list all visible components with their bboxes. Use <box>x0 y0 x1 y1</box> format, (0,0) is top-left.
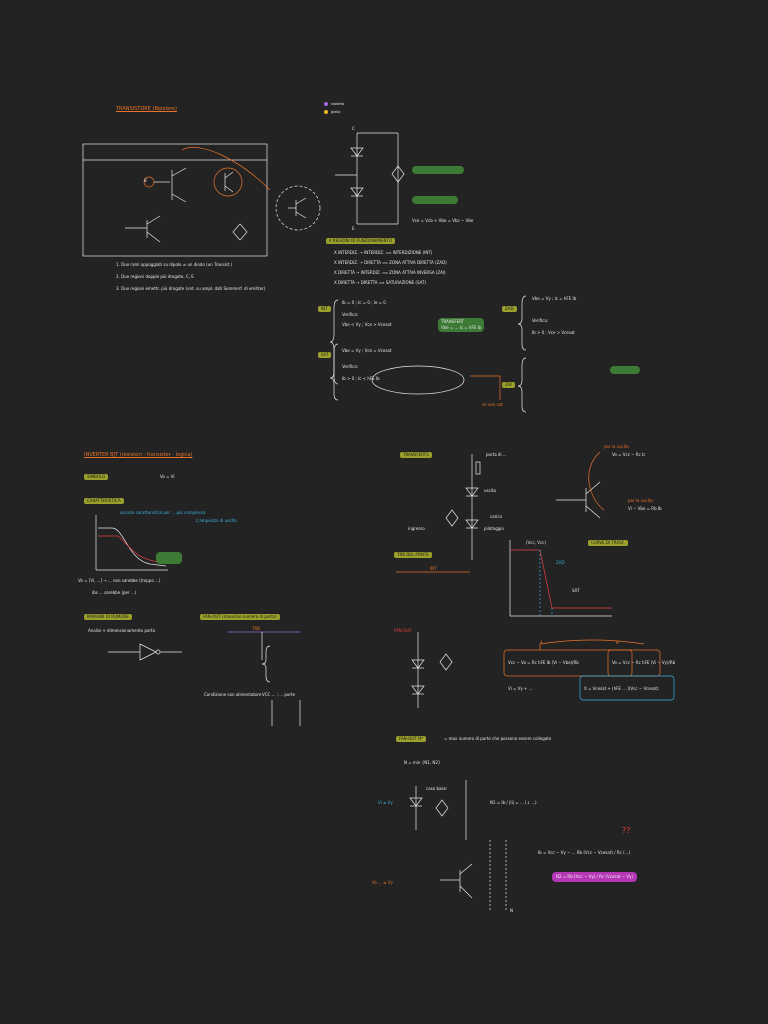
int-line-3: Vbe < Vγ ; Vce > Vcesat <box>342 322 392 327</box>
eq-low-2: X = Vcesat + (hFE ... )(Vcc − Vcesat) <box>584 686 659 691</box>
inv-formula-2: ibs ... sarebbe (per ...) <box>92 590 137 595</box>
note-blue-1: ascissa caratteristica per ... più compl… <box>120 510 206 515</box>
label-uscita: uscita <box>484 488 496 493</box>
note-se-non-sat: se non sat <box>482 402 503 407</box>
trb-tag: TRB DEL PONTE <box>394 552 432 558</box>
regioni-row-2: X INTERDIZ. → DIRETTA ⟹ ZONA ATTIVA DIRE… <box>334 260 447 265</box>
margini-text: Analisi + dimensionamento porta <box>88 628 156 633</box>
note-blue-2: L'ampiezza di uscita <box>196 518 237 523</box>
green-label-zai <box>610 366 640 374</box>
label-carico: carico <box>490 514 503 519</box>
label-e: E <box>352 226 355 231</box>
transistor-frame <box>82 143 268 257</box>
label-vi: Vi ≥ Vγ <box>378 800 393 805</box>
zad-line-3: Ib > 0 ; Vce > Vcesat <box>532 330 575 335</box>
note-orange-1: per la uscita <box>604 444 629 449</box>
transistore-line-3: 3. Due regioni emettr. più drogate (vrd.… <box>116 286 266 291</box>
transferts-tag: TRANSFERTS <box>400 452 432 458</box>
regioni-tag: 4 REGIONI DI FUNZIONAMENTO <box>326 238 396 244</box>
simbolo-tag: SIMBOLO <box>84 474 109 480</box>
tag-zad: ZAD <box>502 306 517 312</box>
green-label-inv <box>156 552 182 564</box>
legend-violet-label: violetto <box>331 102 345 106</box>
formula-ratio: Ib = Vcc − Vγ − ... Rb (Vcc − Vcesat) / … <box>538 850 631 855</box>
fanout-tag-left: FAN-OUT (massimo numero di porte) <box>200 614 280 620</box>
question-mark: ?? <box>622 826 631 835</box>
fan-label: FAN-OUT <box>394 628 412 633</box>
fanout-label-left: TRB <box>252 626 260 631</box>
note-orange-4: Vi − Vbe = Rb Ib <box>628 506 662 511</box>
inv-formula-1: Vo = [Vi, ...] → ... non sarebbe (troppo… <box>78 578 161 583</box>
formula-vce: Vce = Vcb + Vbe = Vbc − Vbe <box>412 218 474 223</box>
legend-yellow-dot <box>324 110 328 114</box>
green-label-1 <box>412 166 464 174</box>
transfert-label: TRANSFERT <box>441 319 465 324</box>
label-vout: Vo ... ≥ Vγ <box>372 880 393 885</box>
label-n: N <box>510 908 513 913</box>
label-ingresso: ingresso <box>408 526 425 531</box>
tag-zai: ZAI <box>502 382 515 388</box>
regioni-row-3: X DIRETTA → INTERDIZ. ⟹ ZONA ATTIVA INVE… <box>334 270 446 275</box>
chart-label-b: B <box>616 640 619 645</box>
label-b: B <box>144 178 147 183</box>
note-orange-2: Vo = Vcc − Rc Ic <box>612 452 646 457</box>
eq-low-1: Vi = Vγ + ... <box>508 686 533 691</box>
transistore-title: TRANSISTORE (Bipolare) <box>116 106 177 112</box>
transistore-line-1: 1. Due rami appoggiati su dipolo ≠ un di… <box>116 262 233 267</box>
label-pilotaggio: pilotaggio <box>484 526 504 531</box>
sat-line-1: Vbe = Vγ ; Vce = Vcesat <box>342 348 392 353</box>
fanout-tag-text: = max numero di porte che possono essere… <box>444 736 552 741</box>
chart-label-a: A <box>540 640 543 645</box>
caratteristica-tag: CARATTERISTICA <box>84 498 124 504</box>
simbolo-formula: Vo = Vi <box>160 474 175 479</box>
sat-line-3: Ib > 0 ; Ic < hFE Ib <box>342 376 380 381</box>
margini-tag: MARGINI DI RUMORE <box>84 614 132 620</box>
zad-line-2: Verifica: <box>532 318 549 323</box>
chart-label-vcc: (Vcc, Vcc) <box>526 540 546 545</box>
chart-label-int: INT <box>430 566 437 571</box>
regioni-row-4: X DIRETTA → DIRETTA ⟹ SATURAZIONE (SAT) <box>334 280 427 285</box>
legend-violet-dot <box>324 102 328 106</box>
regioni-row-1: X INTERDIZ. → INTERDIZ. ⟹ INTERDIZIONE (… <box>334 250 433 255</box>
sat-line-2: Verifica: <box>342 364 359 369</box>
tag-sat: SAT <box>318 352 332 358</box>
curve-tag: CURVE DI TRASF. <box>588 540 628 546</box>
green-label-2 <box>412 196 458 204</box>
chart-label-sat: SAT <box>572 588 580 593</box>
label-caso-base: caso base: <box>426 786 448 791</box>
transfert-box: TRANSFERT Vbe = ... Ic = hFE Ib <box>438 318 485 332</box>
fanout-note-left: Condizione con alimentatore <box>204 692 262 697</box>
eq-mid: Vo = Vcc − Rc hFE (Vi − Vγ)/Rb <box>612 660 676 665</box>
transfert-formula: Vbe = ... Ic = hFE Ib <box>441 325 482 330</box>
zad-line-1: Vbe = Vγ ; Ic = hFE Ib <box>532 296 577 301</box>
eq-left: Vcc − Vo = Rc hFE Ib (Vi − Vbe)/Rb <box>508 660 579 665</box>
note-orange-3: per la uscita <box>628 498 653 503</box>
int-line-1: Ib = 0 ; Ic = 0 ; Ie = 0 <box>342 300 386 305</box>
chart-label-zad: ZAD <box>556 560 565 565</box>
transistore-line-2: 2. Due regioni doppie più drogate, C, E <box>116 274 194 279</box>
tag-int: INT <box>318 306 331 312</box>
legend-yellow-label: giallo <box>331 110 341 114</box>
invertitore-title: INVERTER BJT (resistori - transistor - l… <box>84 452 193 458</box>
magenta-formula: N2 = Rb (Vcc − Vγ) / Rc (Vcesat − Vγ) <box>552 872 638 882</box>
label-c: C <box>352 126 355 131</box>
fanout-tag: FAN-OUT N* <box>396 736 426 742</box>
label-porta: porta di ... <box>486 452 507 457</box>
formula-n: N = min {N1, N2} <box>404 760 441 765</box>
int-line-2: Verifica: <box>342 312 359 317</box>
fanout-note-left-2: VCC ... ; ... porte <box>262 692 296 697</box>
formula-green: N1 = Ib / |Ii| = ... (↓ ...) <box>490 800 537 805</box>
